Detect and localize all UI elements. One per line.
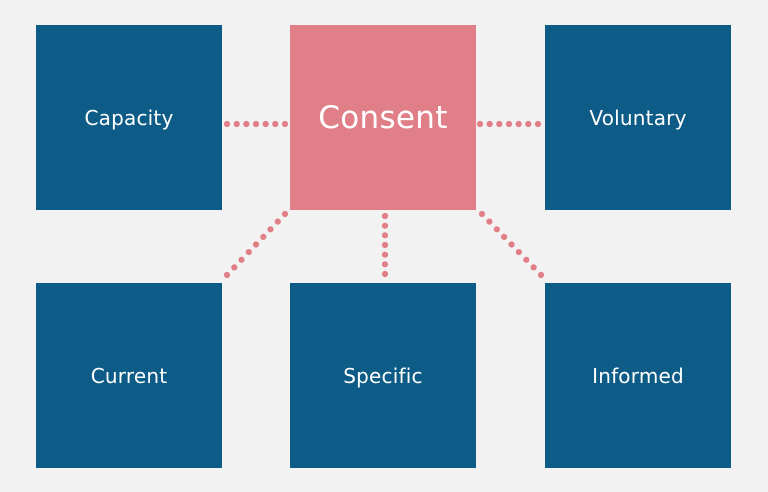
connector-dot	[381, 251, 389, 258]
node-specific: Specific	[290, 283, 476, 468]
connector-dot	[515, 249, 523, 256]
connector-dot	[496, 120, 503, 128]
connector-dot	[381, 261, 389, 268]
connector-dot	[245, 249, 252, 256]
connector-dot	[243, 120, 250, 128]
connector-dot	[493, 226, 500, 233]
connector-dot	[260, 233, 267, 240]
connector-specific	[381, 212, 389, 278]
connector-dot	[523, 256, 530, 263]
node-capacity: Capacity	[36, 25, 222, 210]
connector-dot	[381, 222, 389, 229]
connector-dot	[281, 210, 289, 218]
connector-dot	[515, 120, 522, 128]
connector-dot	[381, 270, 389, 278]
connector-current	[223, 210, 289, 279]
connector-voluntary	[476, 120, 542, 128]
node-consent-center: Consent	[290, 25, 476, 210]
center-label: Consent	[318, 99, 448, 136]
connector-dot	[274, 218, 281, 225]
connector-dot	[505, 120, 513, 128]
connector-dot	[381, 212, 389, 220]
connector-dot	[262, 120, 269, 128]
node-label-voluntary: Voluntary	[589, 105, 687, 130]
connector-dot	[534, 120, 542, 128]
connector-dot	[537, 271, 545, 279]
connector-dot	[231, 264, 238, 271]
connector-dot	[476, 120, 484, 128]
node-voluntary: Voluntary	[545, 25, 731, 210]
node-label-current: Current	[90, 363, 168, 388]
connector-dot	[486, 120, 493, 128]
connector-dot	[478, 210, 486, 218]
connector-dot	[508, 241, 515, 248]
connector-informed	[478, 210, 545, 279]
connector-dot	[267, 226, 274, 233]
connector-dot	[233, 120, 240, 128]
connector-dot	[381, 241, 389, 249]
connector-dot	[223, 271, 231, 279]
connector-dot	[525, 120, 532, 128]
connector-dot	[238, 256, 245, 263]
connector-dot	[252, 120, 260, 128]
connector-dot	[252, 241, 260, 248]
connector-dot	[272, 120, 279, 128]
connector-dot	[223, 120, 231, 128]
connector-capacity	[223, 120, 289, 128]
node-current: Current	[36, 283, 222, 468]
connector-dot	[381, 232, 389, 239]
node-label-capacity: Capacity	[84, 105, 174, 130]
node-label-informed: Informed	[592, 363, 684, 388]
node-informed: Informed	[545, 283, 731, 468]
connector-dot	[530, 264, 537, 271]
connector-dot	[486, 218, 493, 225]
connector-dot	[281, 120, 289, 128]
connector-dot	[501, 233, 508, 240]
node-label-specific: Specific	[343, 363, 423, 388]
